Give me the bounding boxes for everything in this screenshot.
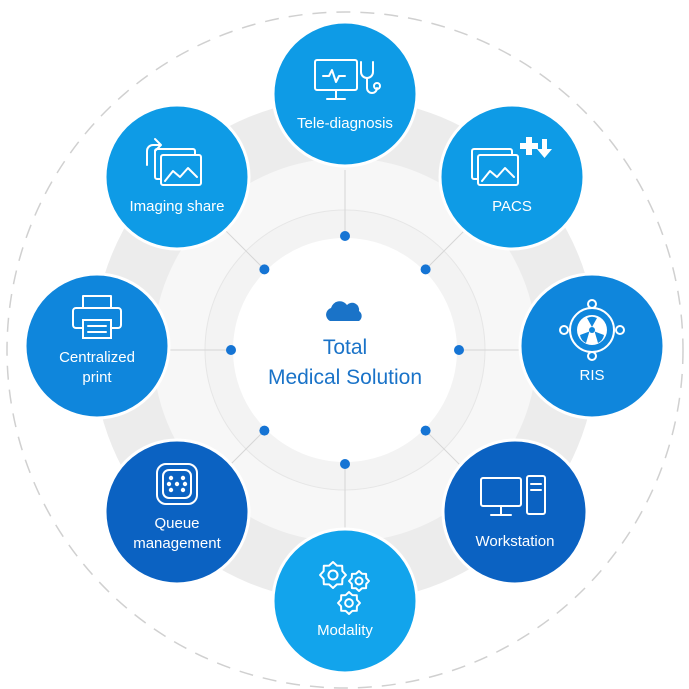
center-title-line2: Medical Solution	[267, 366, 423, 389]
node-label-modality: Modality	[317, 622, 373, 639]
ring-dot	[454, 345, 464, 355]
desktop-workstation-icon	[480, 475, 546, 516]
node-label-queue-management: Queue	[154, 515, 200, 532]
center-disc	[233, 238, 457, 462]
node-label-workstation: Workstation	[475, 533, 555, 550]
gears-icon	[319, 561, 370, 615]
node-label-centralized-print: print	[82, 369, 112, 386]
node-label-ris: RIS	[579, 367, 605, 384]
outer-dashed-ring	[6, 11, 684, 689]
node-label-pacs: PACS	[492, 198, 532, 215]
center-title-line1: Total	[322, 336, 368, 359]
queue-device-icon	[156, 463, 198, 505]
node-circle-ris[interactable]	[518, 272, 666, 420]
ring-dot	[259, 264, 270, 275]
ring-dot	[259, 425, 270, 436]
node-label-imaging-share: Imaging share	[129, 198, 225, 215]
node-circle-tele-diagnosis[interactable]	[271, 20, 419, 168]
ring-dot	[226, 345, 236, 355]
node-ris[interactable]	[518, 272, 666, 420]
node-centralized-print[interactable]	[23, 272, 171, 420]
cloud-icon	[326, 301, 362, 321]
radiation-cycle-icon	[559, 299, 625, 361]
node-queue-management[interactable]	[103, 438, 251, 586]
node-tele-diagnosis[interactable]	[271, 20, 419, 168]
node-circle-centralized-print[interactable]	[23, 272, 171, 420]
ring-dot	[420, 425, 431, 436]
node-label-centralized-print: Centralized	[59, 349, 135, 366]
node-pacs[interactable]	[438, 103, 586, 251]
printer-icon	[72, 295, 122, 339]
ring-dots	[226, 231, 464, 469]
monitor-stethoscope-icon	[314, 59, 381, 100]
ring-dot	[340, 231, 350, 241]
node-label-queue-management: management	[133, 535, 221, 552]
node-circle-workstation[interactable]	[441, 438, 589, 586]
node-workstation[interactable]	[441, 438, 589, 586]
node-circle-queue-management[interactable]	[103, 438, 251, 586]
node-modality[interactable]	[271, 527, 419, 675]
node-label-tele-diagnosis: Tele-diagnosis	[297, 115, 393, 132]
images-plus-arrow-icon	[471, 137, 552, 186]
node-imaging-share[interactable]	[103, 103, 251, 251]
ring-dot	[420, 264, 431, 275]
ring-dot	[340, 459, 350, 469]
image-share-icon	[146, 138, 202, 186]
